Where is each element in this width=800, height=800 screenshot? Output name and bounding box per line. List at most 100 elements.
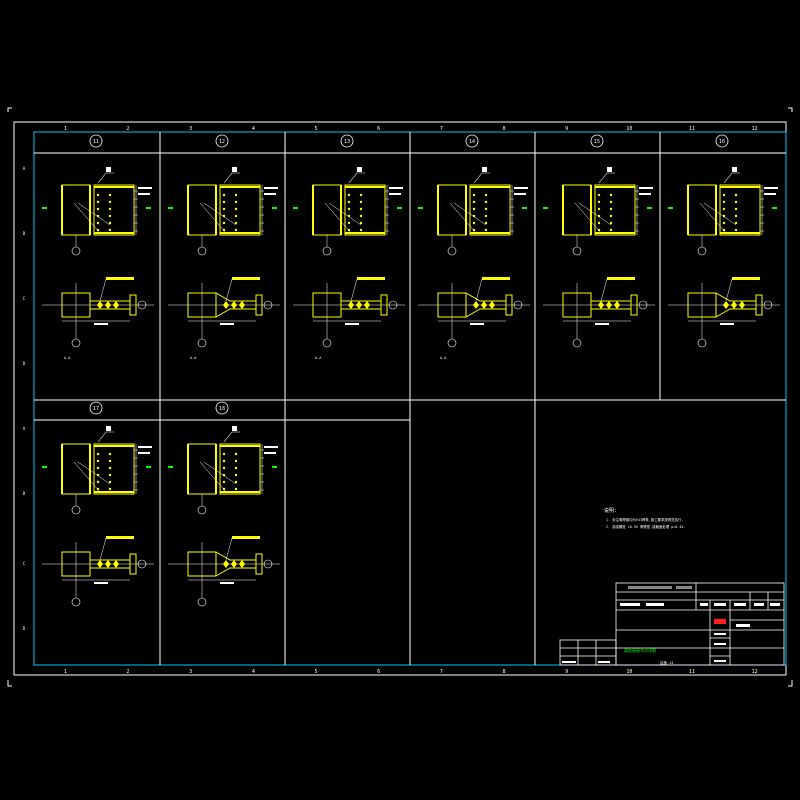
section-marker — [522, 207, 527, 209]
axis-bubble — [197, 505, 207, 515]
weld-diamond — [606, 301, 612, 309]
bolt — [347, 200, 351, 204]
bolt — [734, 193, 738, 197]
grid-col-label-top: 11 — [689, 126, 695, 132]
detail-16: 16 — [668, 134, 780, 348]
bolt — [472, 200, 476, 204]
general-notes: 说明: 1. 未注明焊缝均为E43焊条,施工要求按规范执行. 2. 高强螺栓 1… — [604, 507, 685, 529]
section-marker — [772, 207, 777, 209]
grid-col-label-top: 6 — [377, 126, 380, 132]
detail-18: 18 — [168, 401, 280, 607]
notes-line-1: 1. 未注明焊缝均为E43焊条,施工要求按规范执行. — [606, 517, 683, 522]
bolt — [359, 193, 363, 197]
grid-col-label-top: 4 — [252, 126, 255, 132]
detail-bubble — [590, 134, 604, 148]
bolt — [96, 487, 100, 491]
weld-flag-marker — [732, 167, 737, 172]
bolt — [222, 452, 226, 456]
detail-bubble — [215, 134, 229, 148]
bolt — [234, 487, 238, 491]
weld-diamond — [731, 301, 737, 309]
haunch-plate — [465, 292, 506, 302]
bolt — [472, 228, 476, 232]
detail-15: 15 — [543, 134, 655, 348]
bolt — [222, 207, 226, 211]
bolt — [597, 207, 601, 211]
note-label — [639, 193, 651, 195]
note-label — [138, 193, 150, 195]
plan-view: A-A — [293, 277, 405, 360]
section-marker — [146, 207, 151, 209]
section-marker — [146, 466, 151, 468]
note-label — [138, 187, 152, 189]
leader-line — [225, 537, 233, 561]
weld-diamond — [356, 301, 362, 309]
plan-view — [42, 536, 154, 607]
end-plate — [255, 294, 263, 316]
grid-col-label-bottom: 9 — [565, 669, 568, 675]
leader-line — [73, 202, 101, 234]
grid-col-label-top: 7 — [440, 126, 443, 132]
end-plate — [129, 294, 137, 316]
bolt — [222, 466, 226, 470]
bolt — [609, 207, 613, 211]
bolt — [234, 466, 238, 470]
detail-17: 17 — [42, 401, 154, 607]
weld-flag — [473, 172, 490, 184]
detail-13: 13A-A — [293, 134, 405, 360]
bolt — [347, 221, 351, 225]
weld-diamond — [348, 301, 354, 309]
weld-diamond — [113, 560, 119, 568]
axis-bubble — [388, 300, 398, 310]
bolt — [108, 214, 112, 218]
bolt — [472, 193, 476, 197]
beam-outline — [219, 184, 261, 236]
weld-diamond — [239, 560, 245, 568]
notes-line-2: 2. 高强螺栓 10.9S 摩擦型,接触面处理 μ=0.45. — [606, 524, 685, 529]
bolt — [108, 459, 112, 463]
section-marker — [668, 207, 673, 209]
note-label — [264, 446, 278, 448]
bolt — [96, 207, 100, 211]
bolt — [222, 480, 226, 484]
axis-bubble — [263, 559, 273, 569]
grid-col-label-bottom: 1 — [64, 669, 67, 675]
leader-line — [574, 202, 602, 234]
bolt — [359, 200, 363, 204]
end-plate — [630, 294, 638, 316]
haunch-plate — [215, 292, 256, 302]
plan-view — [543, 277, 655, 348]
approval-stamp — [714, 619, 726, 624]
weld-flag-marker — [357, 167, 362, 172]
callout-label — [482, 277, 510, 280]
weld-flag-marker — [482, 167, 487, 172]
section-caption: A-A — [315, 356, 322, 360]
dim-text — [595, 323, 609, 325]
leader-line — [699, 202, 727, 234]
grid-col-label-bottom: 11 — [689, 669, 695, 675]
elevation-view — [418, 167, 528, 256]
note-label — [389, 187, 403, 189]
grid-col-label-top: 8 — [502, 126, 505, 132]
plan-view — [668, 277, 780, 348]
bolt — [108, 193, 112, 197]
weld-diamond — [473, 301, 479, 309]
bolt — [234, 473, 238, 477]
leader-line — [578, 202, 612, 226]
callout-label — [232, 277, 260, 280]
section-marker — [543, 207, 548, 209]
axis-bubble — [71, 597, 81, 607]
weld-diamond — [97, 560, 103, 568]
grid-col-label-top: 9 — [565, 126, 568, 132]
bolt — [484, 207, 488, 211]
trim-marks — [7, 107, 793, 687]
bolt — [597, 193, 601, 197]
bolt — [96, 221, 100, 225]
dim-text — [345, 323, 359, 325]
detail-bubble — [215, 401, 229, 415]
axis-bubble — [322, 246, 332, 256]
detail-11: 11A-A — [42, 134, 154, 360]
weld-diamond — [239, 301, 245, 309]
leader-line — [703, 202, 737, 226]
axis-bubble — [447, 338, 457, 348]
